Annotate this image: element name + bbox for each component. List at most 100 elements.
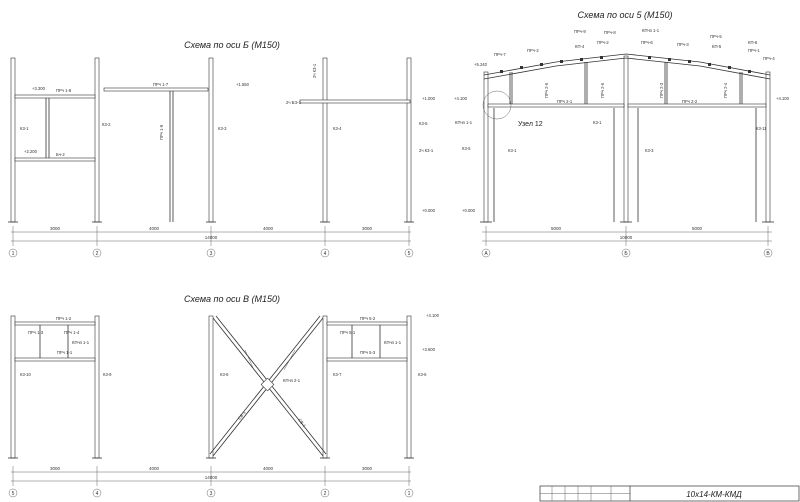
beam — [326, 357, 408, 362]
svg-text:3000: 3000 — [50, 466, 61, 471]
platform-beam — [14, 94, 96, 99]
column — [322, 57, 328, 223]
svg-text:ПРч-4: ПРч-4 — [763, 56, 775, 61]
view-axis-5: Схема по оси 5 (М150) — [454, 10, 790, 258]
t-beam — [103, 87, 209, 92]
svg-text:КПчп 2-1: КПчп 2-1 — [283, 378, 301, 383]
svg-text:5000: 5000 — [551, 226, 562, 231]
svg-text:К3-1: К3-1 — [20, 126, 29, 131]
svg-text:14000: 14000 — [205, 235, 218, 240]
svg-text:ПРч 1-9: ПРч 1-9 — [159, 124, 164, 140]
rafter-top — [483, 53, 771, 76]
svg-text:Б: Б — [624, 251, 628, 257]
svg-text:ПРч-2: ПРч-2 — [597, 40, 609, 45]
view-v-title: Схема по оси В (М150) — [184, 294, 280, 304]
beam — [14, 357, 96, 362]
columns — [10, 57, 412, 223]
svg-text:3000: 3000 — [362, 466, 373, 471]
svg-text:+3.600: +3.600 — [422, 347, 436, 352]
svg-text:ПРч 2-4: ПРч 2-4 — [723, 82, 728, 98]
svg-text:+3.300: +3.300 — [32, 86, 46, 91]
svg-text:А: А — [484, 251, 488, 257]
purlins — [500, 56, 751, 73]
svg-text:+0.000: +0.000 — [422, 208, 436, 213]
svg-text:ПРч-7: ПРч-7 — [494, 52, 506, 57]
svg-text:ПРч-5: ПРч-5 — [710, 34, 722, 39]
svg-text:2: 2 — [96, 251, 99, 257]
view-5-title: Схема по оси 5 (М150) — [578, 10, 673, 20]
platform-beam — [299, 99, 411, 104]
svg-text:ПРч-3: ПРч-3 — [677, 42, 689, 47]
svg-text:4000: 4000 — [263, 466, 274, 471]
node-circle — [482, 90, 512, 120]
column — [406, 57, 412, 223]
svg-text:К3-1: К3-1 — [593, 120, 602, 125]
svg-text:ПРч 1-8: ПРч 1-8 — [56, 88, 72, 93]
element-labels: ПРч-7 ПРч-2 ПРч-9 ПРч-8 КПчп 1-1 ПРч-5 П… — [454, 28, 790, 213]
column — [10, 57, 16, 223]
svg-text:10000: 10000 — [620, 235, 633, 240]
column — [94, 315, 100, 459]
svg-text:К3-1: К3-1 — [508, 148, 517, 153]
svg-text:ПРч 5-2: ПРч 5-2 — [360, 316, 376, 321]
svg-text:ПРч-8: ПРч-8 — [604, 30, 616, 35]
svg-text:ПРч 1-4: ПРч 1-4 — [64, 330, 80, 335]
view-axis-v: Схема по оси В (М150) ПР — [8, 294, 440, 498]
title-block: 10х14-КМ-КМД — [539, 485, 800, 502]
svg-text:К3-4: К3-4 — [333, 126, 342, 131]
svg-text:3: 3 — [210, 491, 213, 497]
svg-text:+5.240: +5.240 — [474, 62, 488, 67]
svg-text:1: 1 — [12, 251, 15, 257]
svg-text:К3-2: К3-2 — [102, 122, 111, 127]
svg-text:ПРч 1-7: ПРч 1-7 — [153, 82, 169, 87]
svg-text:+0.000: +0.000 — [462, 208, 476, 213]
svg-text:К3-6: К3-6 — [418, 372, 427, 377]
element-labels: +3.300 ПРч 1-8 ПРч 1-7 ПРч 1-9 +2.200 Бч… — [20, 63, 436, 213]
svg-text:К3-3: К3-3 — [645, 148, 654, 153]
svg-text:4: 4 — [324, 251, 327, 257]
tie-beam — [487, 103, 625, 108]
gusset — [260, 377, 275, 392]
svg-text:КПчп 1-1: КПчп 1-1 — [384, 340, 402, 345]
svg-text:КП-4: КП-4 — [575, 44, 585, 49]
svg-text:2ч К3-1: 2ч К3-1 — [419, 148, 434, 153]
element-labels: ПРч 1-2 ПРч 1-3 ПРч 1-1 ПРч 1-4 КПчп 1-1… — [20, 313, 440, 429]
svg-text:ПРч 2-6: ПРч 2-6 — [600, 82, 605, 98]
svg-text:2: 2 — [324, 491, 327, 497]
svg-text:+4.100: +4.100 — [454, 96, 468, 101]
svg-text:ПРч-2: ПРч-2 — [527, 48, 539, 53]
svg-text:ПРч 5-3: ПРч 5-3 — [360, 350, 376, 355]
svg-text:К3-9: К3-9 — [103, 372, 112, 377]
svg-text:2ч К3-1: 2ч К3-1 — [312, 63, 317, 78]
column — [322, 315, 328, 459]
svg-text:5: 5 — [12, 491, 15, 497]
svg-text:ПРч-6: ПРч-6 — [641, 40, 653, 45]
svg-text:+4.100: +4.100 — [776, 96, 790, 101]
svg-text:Бч-2: Бч-2 — [56, 152, 65, 157]
view-b-title: Схема по оси Б (М150) — [184, 40, 280, 50]
svg-text:К3-3: К3-3 — [218, 126, 227, 131]
svg-text:2ч БЭ-1: 2ч БЭ-1 — [286, 100, 302, 105]
svg-text:К3-11: К3-11 — [756, 126, 767, 131]
svg-text:К3-5: К3-5 — [419, 121, 428, 126]
svg-text:4000: 4000 — [149, 226, 160, 231]
dimension-line: 5000 5000 10000 — [482, 226, 772, 246]
dimension-line: 3000 4000 4000 3000 14000 — [11, 226, 411, 246]
svg-text:ПРч 2-3: ПРч 2-3 — [659, 82, 664, 98]
svg-text:КПчп 1-1: КПчп 1-1 — [72, 340, 90, 345]
rafter-bottom — [483, 57, 771, 80]
svg-text:К3-5: К3-5 — [462, 146, 471, 151]
svg-text:ПРч 2-1: ПРч 2-1 — [557, 99, 573, 104]
axis-markers: 5 4 3 2 1 — [8, 488, 414, 498]
svg-text:ПРч 1-2: ПРч 1-2 — [56, 316, 72, 321]
drawing-code: 10х14-КМ-КМД — [686, 490, 742, 499]
column — [623, 55, 629, 223]
column — [406, 315, 412, 459]
view-axis-b: Схема по оси Б (М150) +3 — [8, 40, 436, 258]
svg-text:1: 1 — [408, 491, 411, 497]
axis-markers: А Б В — [481, 248, 773, 258]
svg-text:4: 4 — [96, 491, 99, 497]
svg-text:5: 5 — [408, 251, 411, 257]
svg-text:ПРч 2-5: ПРч 2-5 — [544, 82, 549, 98]
